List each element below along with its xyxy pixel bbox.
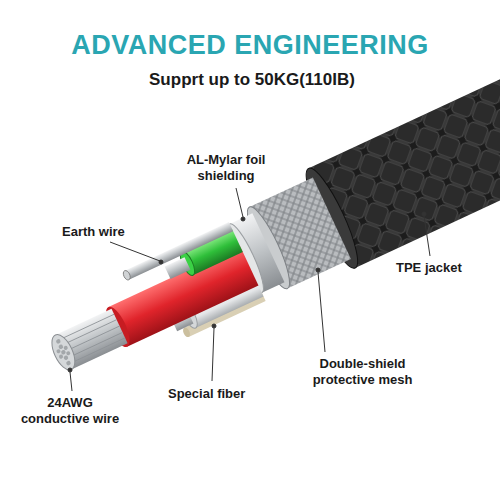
part-label: AL-Mylar foil shielding xyxy=(180,152,272,184)
part-label: Special fiber xyxy=(168,386,278,402)
subtitle: Supprt up to 50KG(110IB) xyxy=(2,70,500,90)
title-heading: ADVANCED ENGINEERING xyxy=(0,30,500,61)
leader-lines xyxy=(68,188,430,391)
part-label: Earth wire xyxy=(62,224,152,240)
part-label: 24AWG conductive wire xyxy=(14,395,126,427)
cable-body xyxy=(29,42,500,399)
part-label: Double-shield protective mesh xyxy=(300,356,425,388)
part-label: TPE jacket xyxy=(396,260,496,276)
